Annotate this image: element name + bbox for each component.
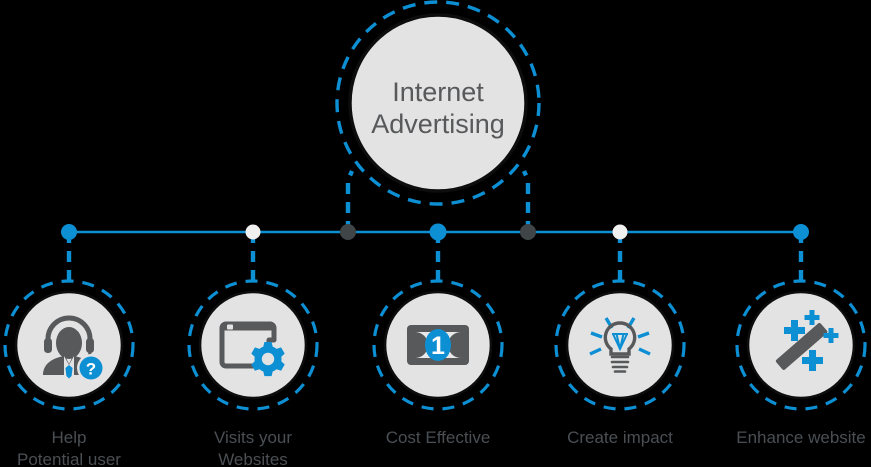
hub-node[interactable]: Internet Advertising bbox=[335, 0, 541, 206]
lightbulb-rays-icon bbox=[589, 317, 651, 373]
trunk-node-7[interactable] bbox=[793, 224, 809, 240]
branch-help-potential-user[interactable]: ? Help Potential user bbox=[3, 279, 135, 467]
branch-label-line2: Potential user bbox=[17, 450, 121, 467]
trunk-node-5[interactable] bbox=[520, 224, 536, 240]
svg-text:1: 1 bbox=[431, 332, 445, 360]
hub-left-riser bbox=[345, 170, 355, 232]
trunk-node-6[interactable] bbox=[612, 224, 628, 240]
branch-enhance-website[interactable]: Enhance website bbox=[735, 279, 867, 447]
branch-visits-your-websites[interactable]: Visits your Websites bbox=[187, 279, 319, 467]
hub-title-line2: Advertising bbox=[371, 109, 505, 139]
trunk-node-4[interactable] bbox=[429, 223, 447, 241]
browser-window-gear-icon bbox=[219, 321, 285, 377]
branch-label-line1: Cost Effective bbox=[386, 428, 491, 447]
trunk-node-2[interactable] bbox=[245, 224, 261, 240]
branch-label-line1: Create impact bbox=[567, 428, 673, 447]
trunk-node-3[interactable] bbox=[340, 224, 356, 240]
hub-right-riser bbox=[521, 170, 531, 232]
hub-title-line1: Internet bbox=[392, 77, 484, 107]
branch-dashed-ring bbox=[554, 279, 686, 411]
branch-dashed-ring bbox=[3, 279, 135, 411]
branch-circle bbox=[198, 290, 308, 400]
branch-label-line1: Enhance website bbox=[736, 428, 865, 447]
branch-dashed-ring bbox=[372, 279, 504, 411]
branch-label-line1: Visits your bbox=[214, 428, 292, 447]
branch-dashed-ring bbox=[187, 279, 319, 411]
branch-cost-effective[interactable]: 1 Cost Effective bbox=[372, 279, 504, 447]
branch-label-line2: Websites bbox=[218, 450, 288, 467]
support-agent-question-icon: ? bbox=[43, 315, 105, 382]
branch-label-line1: Help bbox=[52, 428, 87, 447]
branch-create-impact[interactable]: Create impact bbox=[554, 279, 686, 447]
svg-text:?: ? bbox=[86, 360, 96, 379]
branch-stems bbox=[66, 232, 804, 282]
hub-circle bbox=[348, 13, 528, 193]
magic-wand-sparkles-icon bbox=[775, 310, 839, 371]
hub-dashed-ring bbox=[335, 0, 541, 206]
banknote-one-icon: 1 bbox=[407, 325, 469, 365]
trunk-nodes bbox=[61, 223, 809, 241]
trunk-node-1[interactable] bbox=[61, 224, 77, 240]
branch-dashed-ring bbox=[735, 279, 867, 411]
